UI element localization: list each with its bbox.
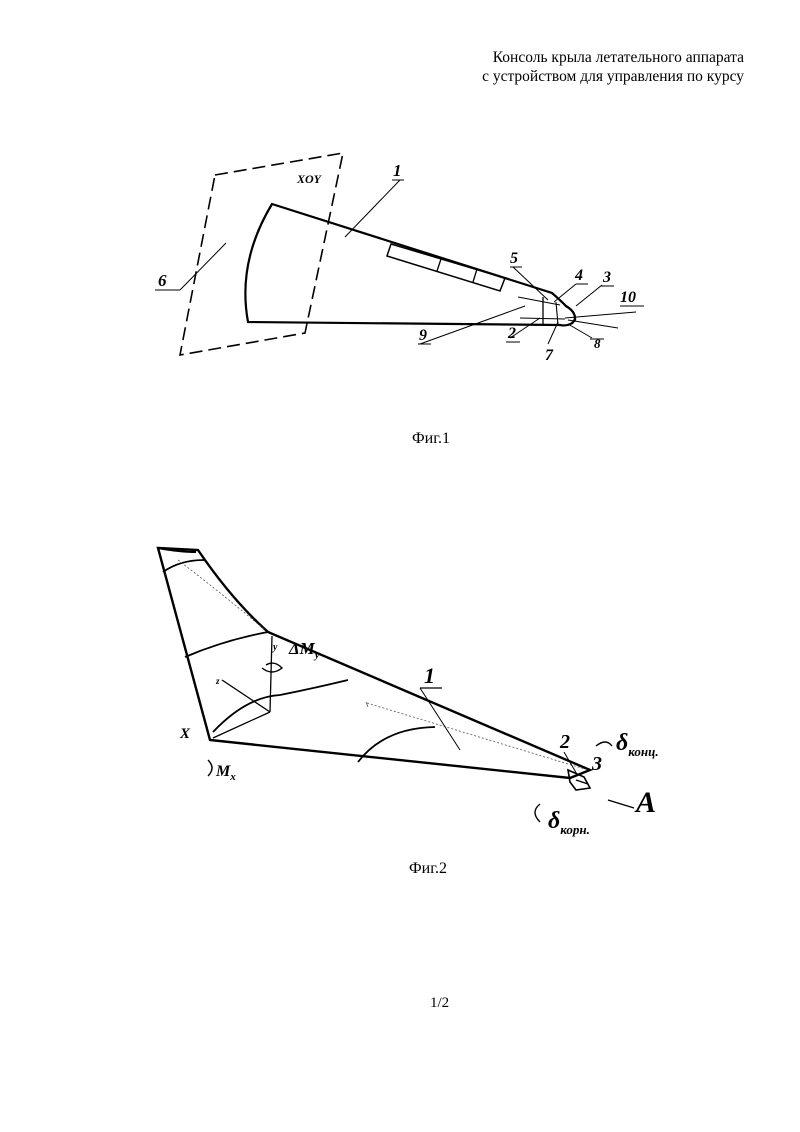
leader-1 <box>344 179 401 238</box>
tip-cut-2 <box>555 301 559 326</box>
fig1-label-1: 1 <box>393 161 402 180</box>
fig1-label-10: 10 <box>620 289 636 306</box>
leader-3 <box>575 284 603 307</box>
fig1-label-6: 6 <box>158 271 167 290</box>
xoy-plane <box>178 152 345 356</box>
figure-2-caption: Фиг.2 <box>409 860 447 877</box>
fig1-label-8: 8 <box>594 336 601 351</box>
tip-nose <box>564 305 576 325</box>
header-line-2: с устройством для управления по курсу <box>482 68 744 85</box>
wing-console-outline <box>244 202 577 327</box>
axis-line-10 <box>564 311 637 319</box>
tip-inner-line <box>517 296 561 306</box>
fig1-label-9: 9 <box>419 327 427 344</box>
leader-8 <box>567 323 593 339</box>
leader-2 <box>509 317 541 339</box>
leader-4 <box>553 283 577 303</box>
fig1-label-5: 5 <box>510 250 518 267</box>
leader-6 <box>179 242 227 291</box>
leader-5 <box>512 266 549 301</box>
leader-9 <box>419 305 526 345</box>
fig1-label-4: 4 <box>574 267 583 284</box>
figure-1-caption: Фиг.1 <box>412 430 450 447</box>
header-line-1: Консоль крыла летательного аппарата <box>492 49 744 66</box>
flap-divider-2 <box>472 268 478 283</box>
plane-label-xoy: XOY <box>296 172 323 186</box>
fig1-label-3: 3 <box>602 269 611 286</box>
wing-flap <box>386 243 506 292</box>
axis-line-10b <box>567 319 619 329</box>
document-header: Консоль крыла летательного аппарата с ус… <box>482 48 744 86</box>
leader-7 <box>547 321 559 345</box>
fig1-label-2: 2 <box>507 325 516 342</box>
page-number: 1/2 <box>430 995 450 1011</box>
flap-divider-1 <box>436 258 442 272</box>
fig1-label-7: 7 <box>545 347 554 364</box>
